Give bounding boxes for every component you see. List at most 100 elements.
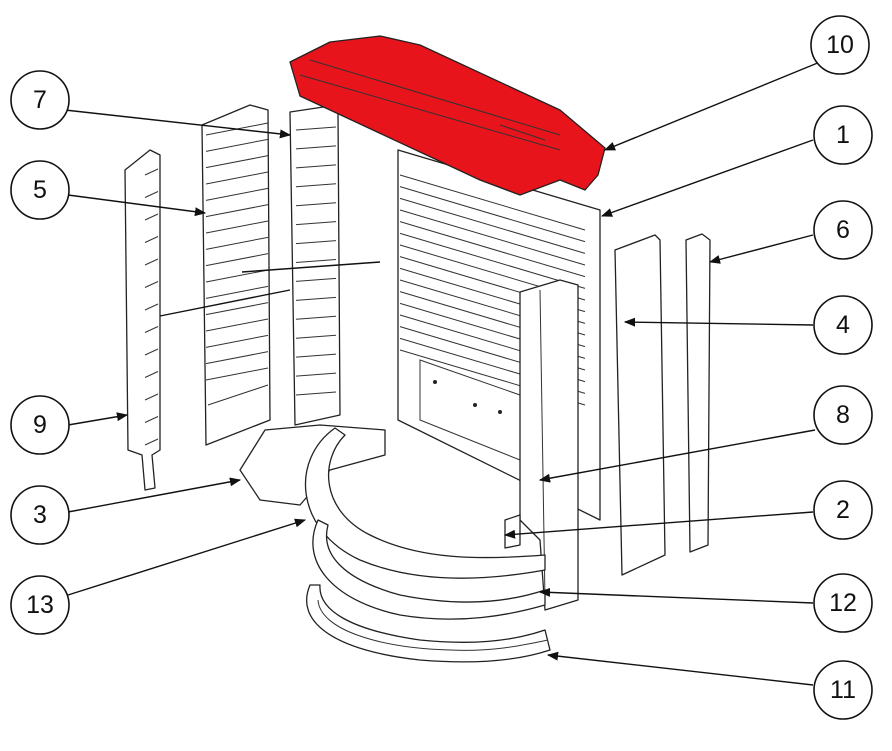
rib-line <box>295 259 337 263</box>
callout-circle <box>810 15 870 75</box>
callout-circle <box>813 480 873 540</box>
rib-line <box>205 204 269 218</box>
part-9-side-strip-left <box>124 149 161 491</box>
callout-number: 12 <box>829 589 857 617</box>
leader-lines <box>64 61 821 686</box>
callout-number: 7 <box>33 86 47 114</box>
callout-11: 11 <box>813 660 873 720</box>
callout-circle <box>813 295 873 355</box>
callout-13: 13 <box>10 575 70 635</box>
callout-number: 4 <box>836 311 850 339</box>
callout-number: 5 <box>33 176 47 204</box>
callout-number: 2 <box>836 496 850 524</box>
rib-line <box>205 351 269 365</box>
callout-circle <box>813 573 873 633</box>
rib-line <box>399 209 586 266</box>
rib-line <box>295 315 337 320</box>
rib-line <box>205 302 269 316</box>
rib-line <box>144 326 159 333</box>
rib-line <box>144 348 159 356</box>
part-7-side-brick-inner <box>289 105 341 426</box>
rib-line <box>295 353 337 358</box>
callout-6: 6 <box>813 200 873 260</box>
callout-number: 10 <box>826 31 854 59</box>
callout-circle <box>10 485 70 545</box>
rib-line <box>144 303 159 311</box>
part-2-bottom-holder <box>504 514 521 549</box>
rib-line <box>144 258 159 266</box>
rib-line <box>144 371 159 378</box>
rib-line <box>205 253 269 267</box>
rib-line <box>144 416 159 423</box>
callout-1: 1 <box>813 105 873 165</box>
rib-line <box>205 138 269 152</box>
callout-number: 8 <box>836 401 850 429</box>
rib-line <box>205 367 269 381</box>
rib-line <box>399 221 586 278</box>
part-5-side-brick-left <box>201 104 271 446</box>
rib-line <box>295 221 337 226</box>
rib-line <box>295 126 337 131</box>
callout-12: 12 <box>813 573 873 633</box>
rib-line <box>399 197 586 254</box>
rib-line <box>144 393 159 401</box>
rib-line <box>295 145 337 150</box>
rib-line <box>144 438 159 446</box>
part-11-arc-lower <box>305 584 551 663</box>
callout-number: 6 <box>836 216 850 244</box>
rib-line <box>144 168 159 176</box>
callout-4: 4 <box>813 295 873 355</box>
callout-circle <box>813 105 873 165</box>
callout-10: 10 <box>810 15 870 75</box>
callout-number: 9 <box>33 411 47 439</box>
callout-circle <box>10 575 70 635</box>
callout-5: 5 <box>10 160 70 220</box>
rib-line <box>205 171 269 185</box>
callout-number: 11 <box>830 676 856 704</box>
rib-line <box>295 334 337 339</box>
callout-circle <box>10 160 70 220</box>
rib-line <box>205 285 269 299</box>
rib-line <box>205 334 269 348</box>
rib-line <box>399 174 586 231</box>
rib-line <box>144 191 159 198</box>
rib-line <box>144 213 159 221</box>
rib-line <box>295 202 337 207</box>
rib-line <box>295 372 337 377</box>
rib-line <box>399 232 586 289</box>
rib-line <box>205 318 269 332</box>
callout-circle <box>813 660 873 720</box>
rib-line <box>205 220 269 234</box>
rib-line <box>144 281 159 288</box>
part-6-side-strip-right <box>685 233 711 553</box>
rib-line <box>295 391 337 396</box>
callout-circle <box>813 385 873 445</box>
rib-line <box>295 183 337 188</box>
callout-2: 2 <box>813 480 873 540</box>
callout-9: 9 <box>10 395 70 455</box>
part-10-top-baffle <box>289 35 606 196</box>
rib-line <box>205 236 269 250</box>
rib-line <box>295 240 337 245</box>
callout-7: 7 <box>10 70 70 130</box>
callout-number: 1 <box>836 121 850 149</box>
rib-line <box>399 186 586 243</box>
callouts: 10 7 1 5 6 4 8 9 2 3 13 12 11 <box>10 15 873 720</box>
rib-line <box>295 296 337 301</box>
part-8-front-pillar <box>519 279 579 611</box>
callout-circle <box>10 395 70 455</box>
rib-line <box>205 269 269 283</box>
callout-circle <box>10 70 70 130</box>
part-13-arc-upper <box>304 427 546 579</box>
rib-line <box>205 187 269 201</box>
callout-number: 13 <box>26 591 54 619</box>
rib-line <box>295 164 337 169</box>
callout-3: 3 <box>10 485 70 545</box>
callout-8: 8 <box>813 385 873 445</box>
rib-line <box>205 155 269 169</box>
callout-circle <box>813 200 873 260</box>
callout-number: 3 <box>33 501 47 529</box>
rib-line <box>144 236 159 243</box>
